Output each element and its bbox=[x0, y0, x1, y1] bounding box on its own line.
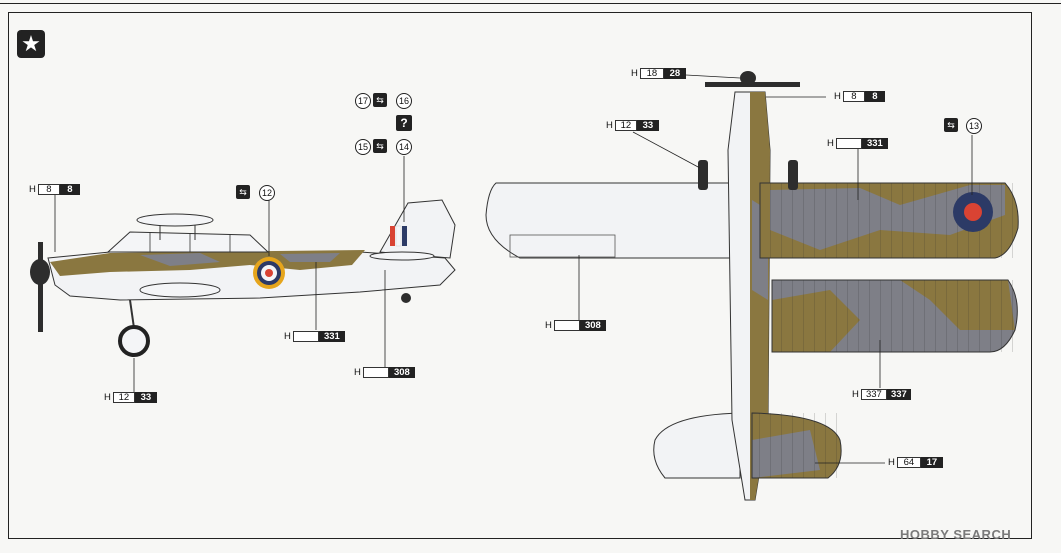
decal-side-icon: ⇆ bbox=[236, 185, 250, 199]
side-view-aircraft bbox=[30, 199, 456, 357]
propeller-blade bbox=[38, 242, 43, 332]
decal-number-circle: 12 bbox=[259, 185, 275, 201]
spinner bbox=[30, 259, 50, 285]
decal-side-icon: ⇆ bbox=[373, 139, 387, 153]
decal-number-circle: 17 bbox=[355, 93, 371, 109]
top-border bbox=[0, 0, 1061, 4]
hobby-search-watermark: HOBBY SEARCH bbox=[900, 527, 1012, 542]
instruction-frame bbox=[8, 12, 1032, 539]
decal-number-circle: 13 bbox=[966, 118, 982, 134]
decal-side-icon: ⇆ bbox=[944, 118, 958, 132]
decal-number-circle: 15 bbox=[355, 139, 371, 155]
decal-side-icon: ⇆ bbox=[373, 93, 387, 107]
decal-number-circle: 16 bbox=[396, 93, 412, 109]
star-icon: ★ bbox=[17, 30, 45, 58]
question-icon: ? bbox=[396, 115, 412, 131]
top-view-aircraft bbox=[485, 71, 1019, 501]
decal-number-circle: 14 bbox=[396, 139, 412, 155]
